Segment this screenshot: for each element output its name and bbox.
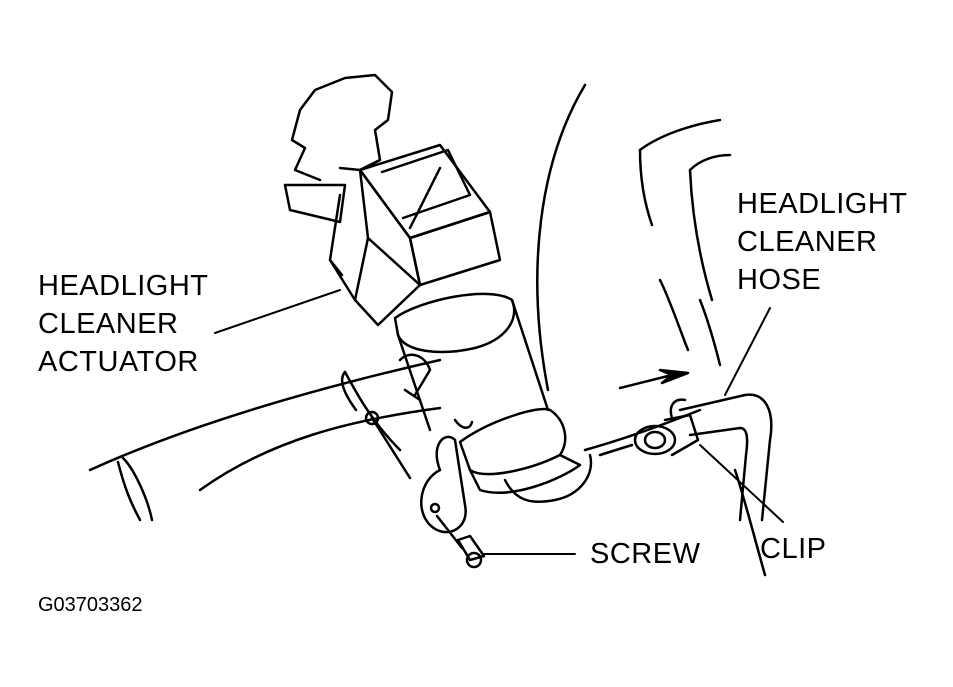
screw-part [435, 514, 486, 569]
actuator-body [283, 73, 502, 327]
figure-code: G03703362 [38, 594, 143, 616]
actuator-leader [214, 289, 341, 334]
actuator-barrel [393, 292, 593, 504]
body-panel-contours [88, 83, 702, 522]
leader-lines [214, 289, 784, 555]
screw-label: SCREW [590, 538, 701, 570]
hose-label: HEADLIGHT CLEANER HOSE [737, 185, 907, 299]
fender-contours [638, 118, 767, 577]
hose-label-line-3: HOSE [737, 264, 822, 296]
hose-label-line-1: HEADLIGHT [737, 188, 908, 220]
mounting-bracket [364, 410, 467, 534]
hose-label-line-2: CLEANER [737, 226, 878, 258]
clip-leader [699, 444, 784, 523]
hose-leader [724, 307, 771, 396]
actuator-label: HEADLIGHT CLEANER ACTUATOR [38, 267, 208, 381]
hose-part [598, 368, 773, 522]
actuator-label-line-3: ACTUATOR [38, 346, 199, 378]
actuator-label-line-2: CLEANER [38, 308, 179, 340]
actuator-label-line-1: HEADLIGHT [38, 270, 209, 302]
clip-label: CLIP [760, 533, 827, 565]
